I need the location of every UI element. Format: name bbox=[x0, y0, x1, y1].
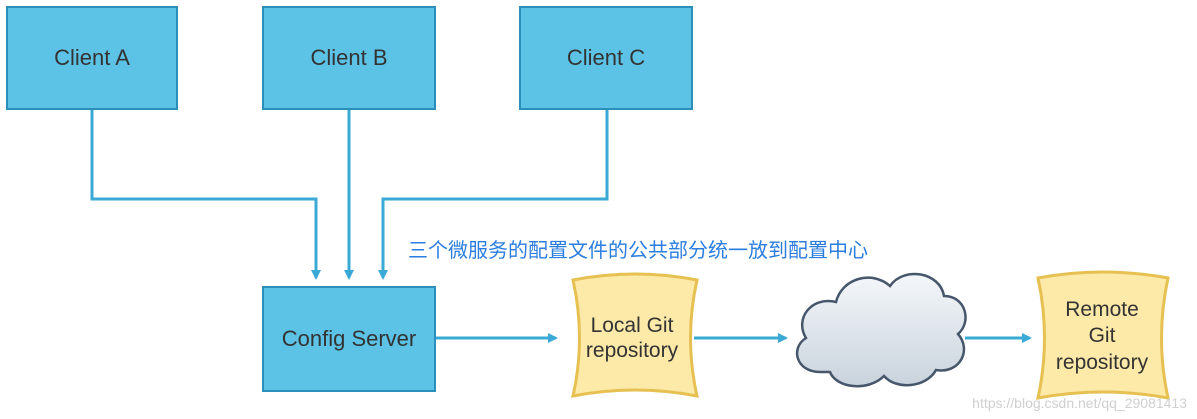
client-a-box: Client A bbox=[6, 6, 178, 110]
client-a-label: Client A bbox=[54, 45, 130, 70]
local-git-label: Local Git repository bbox=[585, 314, 679, 363]
remote-git-label: Remote Git repository bbox=[1055, 298, 1149, 374]
connector-client-a bbox=[90, 110, 321, 280]
local-git-scroll-icon bbox=[571, 272, 699, 398]
remote-git-scroll-icon bbox=[1036, 270, 1170, 400]
config-server-box: Config Server bbox=[262, 286, 436, 392]
watermark: https://blog.csdn.net/qq_29081413 bbox=[972, 395, 1187, 411]
client-b-box: Client B bbox=[262, 6, 436, 110]
client-b-label: Client B bbox=[310, 45, 388, 70]
cloud-icon bbox=[795, 272, 967, 388]
client-c-box: Client C bbox=[519, 6, 693, 110]
client-c-label: Client C bbox=[566, 45, 646, 70]
annotation-caption: 三个微服务的配置文件的公共部分统一放到配置中心 bbox=[408, 238, 868, 262]
connector-client-c bbox=[378, 110, 609, 280]
config-server-label: Config Server bbox=[281, 326, 417, 351]
